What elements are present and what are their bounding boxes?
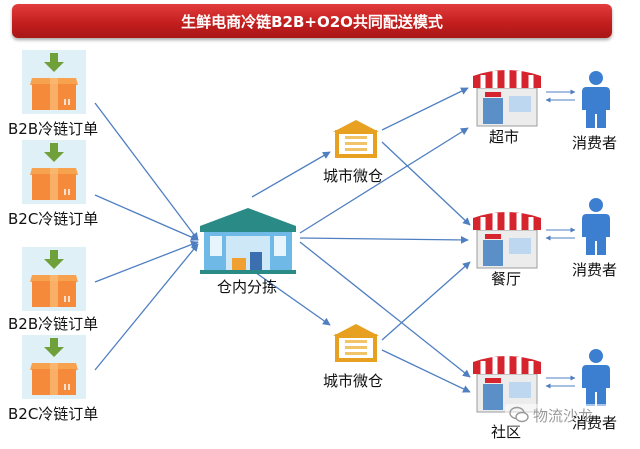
outlet-label-supermarket: 超市 — [489, 128, 520, 146]
arrow-micro2-restaurant — [381, 261, 471, 341]
order-box-3 — [22, 247, 86, 311]
consumer-label-3: 消费者 — [572, 414, 618, 432]
arrow-order1-hub — [94, 102, 199, 241]
outlet-label-restaurant: 餐厅 — [491, 270, 522, 288]
sorting-hub-warehouse-icon — [200, 208, 296, 274]
package-box-icon — [30, 168, 78, 200]
watermark-background — [505, 404, 623, 426]
order-box-2 — [22, 140, 86, 204]
consumer-label-2: 消费者 — [572, 261, 618, 279]
arrow-hub-restaurant — [299, 236, 469, 244]
watermark-text: 物流沙龙 — [533, 407, 594, 425]
supermarket-shop-icon — [473, 70, 541, 127]
down-arrow-icon — [44, 53, 64, 72]
order-box-1 — [22, 50, 86, 114]
micro-warehouse-label-1: 城市微仓 — [323, 167, 384, 185]
consumer-exchange-arrows — [545, 89, 576, 389]
consumer-label-1: 消费者 — [572, 134, 618, 152]
order-label-2: B2C冷链订单 — [8, 210, 99, 228]
order-box-4 — [22, 335, 86, 399]
package-box-icon — [30, 78, 78, 110]
arrow-micro2-community — [381, 349, 471, 393]
arrow-order3-hub — [94, 240, 199, 283]
micro-warehouse-icon-2 — [333, 324, 379, 362]
down-arrow-icon — [44, 250, 64, 269]
flow-arrows — [94, 87, 471, 393]
outlet-label-community: 社区 — [491, 423, 522, 441]
consumer-person-icon-3 — [582, 349, 610, 406]
arrow-micro1-supermarket — [381, 87, 469, 131]
arrow-hub-micro1 — [251, 151, 331, 198]
order-label-4: B2C冷链订单 — [8, 405, 99, 423]
arrow-order2-hub — [94, 194, 199, 241]
consumer-person-icon-2 — [582, 198, 610, 255]
package-box-icon — [30, 275, 78, 307]
consumer-person-icon-1 — [582, 71, 610, 128]
arrow-hub-community — [299, 241, 471, 378]
wechat-icon — [509, 406, 529, 423]
hub-label: 仓内分拣 — [217, 278, 278, 296]
diagram-title: 生鲜电商冷链B2B+O2O共同配送模式 — [181, 12, 443, 31]
arrow-hub-supermarket — [299, 127, 469, 234]
restaurant-shop-icon — [473, 212, 541, 269]
arrow-micro1-restaurant — [381, 141, 471, 226]
micro-warehouse-icon-1 — [333, 120, 379, 158]
title-bar: 生鲜电商冷链B2B+O2O共同配送模式 — [12, 4, 612, 38]
arrow-hub-micro2 — [251, 269, 331, 326]
arrow-order4-hub — [94, 243, 199, 371]
order-label-1: B2B冷链订单 — [8, 120, 99, 138]
order-label-3: B2B冷链订单 — [8, 315, 99, 333]
down-arrow-icon — [44, 143, 64, 162]
micro-warehouse-label-2: 城市微仓 — [323, 372, 384, 390]
down-arrow-icon — [44, 338, 64, 357]
package-box-icon — [30, 363, 78, 395]
